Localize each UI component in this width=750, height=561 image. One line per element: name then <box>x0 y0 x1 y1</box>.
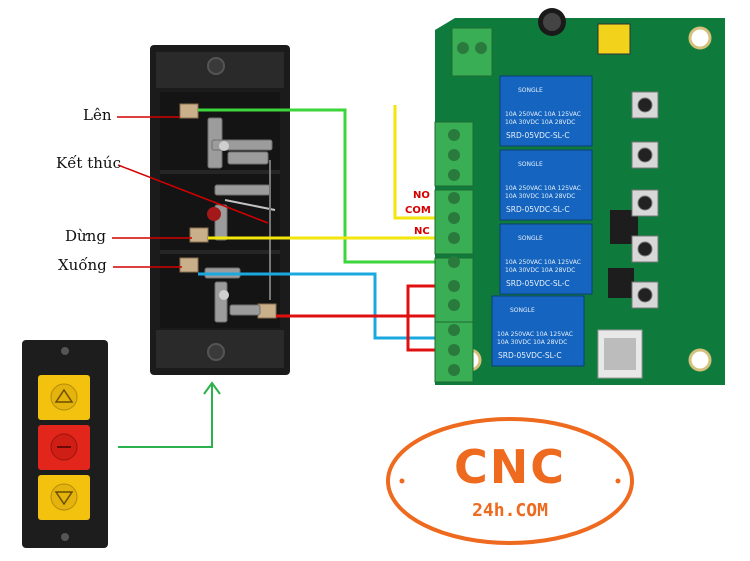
relay-2-model: SRD-05VDC-SL-C <box>506 205 570 214</box>
cnc-logo-ring <box>386 417 634 545</box>
relay-1-rating2: 10A 30VDC 10A 28VDC <box>505 119 575 126</box>
logo-sub-text: 24h.COM <box>472 500 548 521</box>
terminal-len <box>179 103 199 119</box>
label-dung: Dừng <box>65 227 106 245</box>
relay-3 <box>499 223 593 295</box>
push-button-station <box>22 340 108 548</box>
relay-3-rating2: 10A 30VDC 10A 28VDC <box>505 267 575 274</box>
relay-module-pcb <box>434 8 725 385</box>
label-len: Lên <box>83 106 112 124</box>
relay-3-brand: SONGLE <box>518 235 543 242</box>
relay-4-rating1: 10A 250VAC 10A 125VAC <box>497 331 573 338</box>
relay-4-rating2: 10A 30VDC 10A 28VDC <box>497 339 567 346</box>
yellow-wire-com <box>393 105 445 220</box>
label-pointer-lines <box>112 116 269 268</box>
arrow-head-icon <box>203 381 221 395</box>
relay-2 <box>499 149 593 221</box>
relay-4-brand: SONGLE <box>510 307 535 314</box>
terminal-dung <box>189 227 209 243</box>
relay-1-brand: SONGLE <box>518 87 543 94</box>
relay-4-model: SRD-05VDC-SL-C <box>498 351 562 360</box>
green-pointer-arrow <box>118 385 213 448</box>
relay-3-rating1: 10A 250VAC 10A 125VAC <box>505 259 581 266</box>
up-arrow-icon <box>54 388 74 403</box>
tag-no: NO <box>413 190 430 201</box>
terminal-bottom <box>257 303 277 319</box>
tag-nc: NC <box>414 226 430 237</box>
red-wire <box>276 284 445 318</box>
logo-main-text: CNC <box>453 440 566 494</box>
label-ket-thuc: Kết thúc <box>56 154 121 172</box>
screw-hole-top <box>207 57 225 75</box>
relay-3-model: SRD-05VDC-SL-C <box>506 279 570 288</box>
blue-wire <box>198 272 445 340</box>
relay-2-rating2: 10A 30VDC 10A 28VDC <box>505 193 575 200</box>
label-xuong: Xuống <box>58 256 107 274</box>
relay-1-rating1: 10A 250VAC 10A 125VAC <box>505 111 581 118</box>
relay-labels: SONGLE 10A 250VAC 10A 125VAC 10A 30VDC 1… <box>497 87 581 360</box>
tag-com: COM <box>405 205 431 216</box>
green-wire <box>198 108 445 264</box>
relay-1-model: SRD-05VDC-SL-C <box>506 131 570 140</box>
red-wire-2 <box>406 316 445 352</box>
terminal-xuong <box>179 257 199 273</box>
relay-2-rating1: 10A 250VAC 10A 125VAC <box>505 185 581 192</box>
screw-hole-bottom <box>207 343 225 361</box>
relay-2-brand: SONGLE <box>518 161 543 168</box>
down-arrow-icon <box>54 491 74 506</box>
relay-1 <box>499 75 593 147</box>
limit-switch-box <box>150 45 290 375</box>
relay-4 <box>491 295 585 367</box>
